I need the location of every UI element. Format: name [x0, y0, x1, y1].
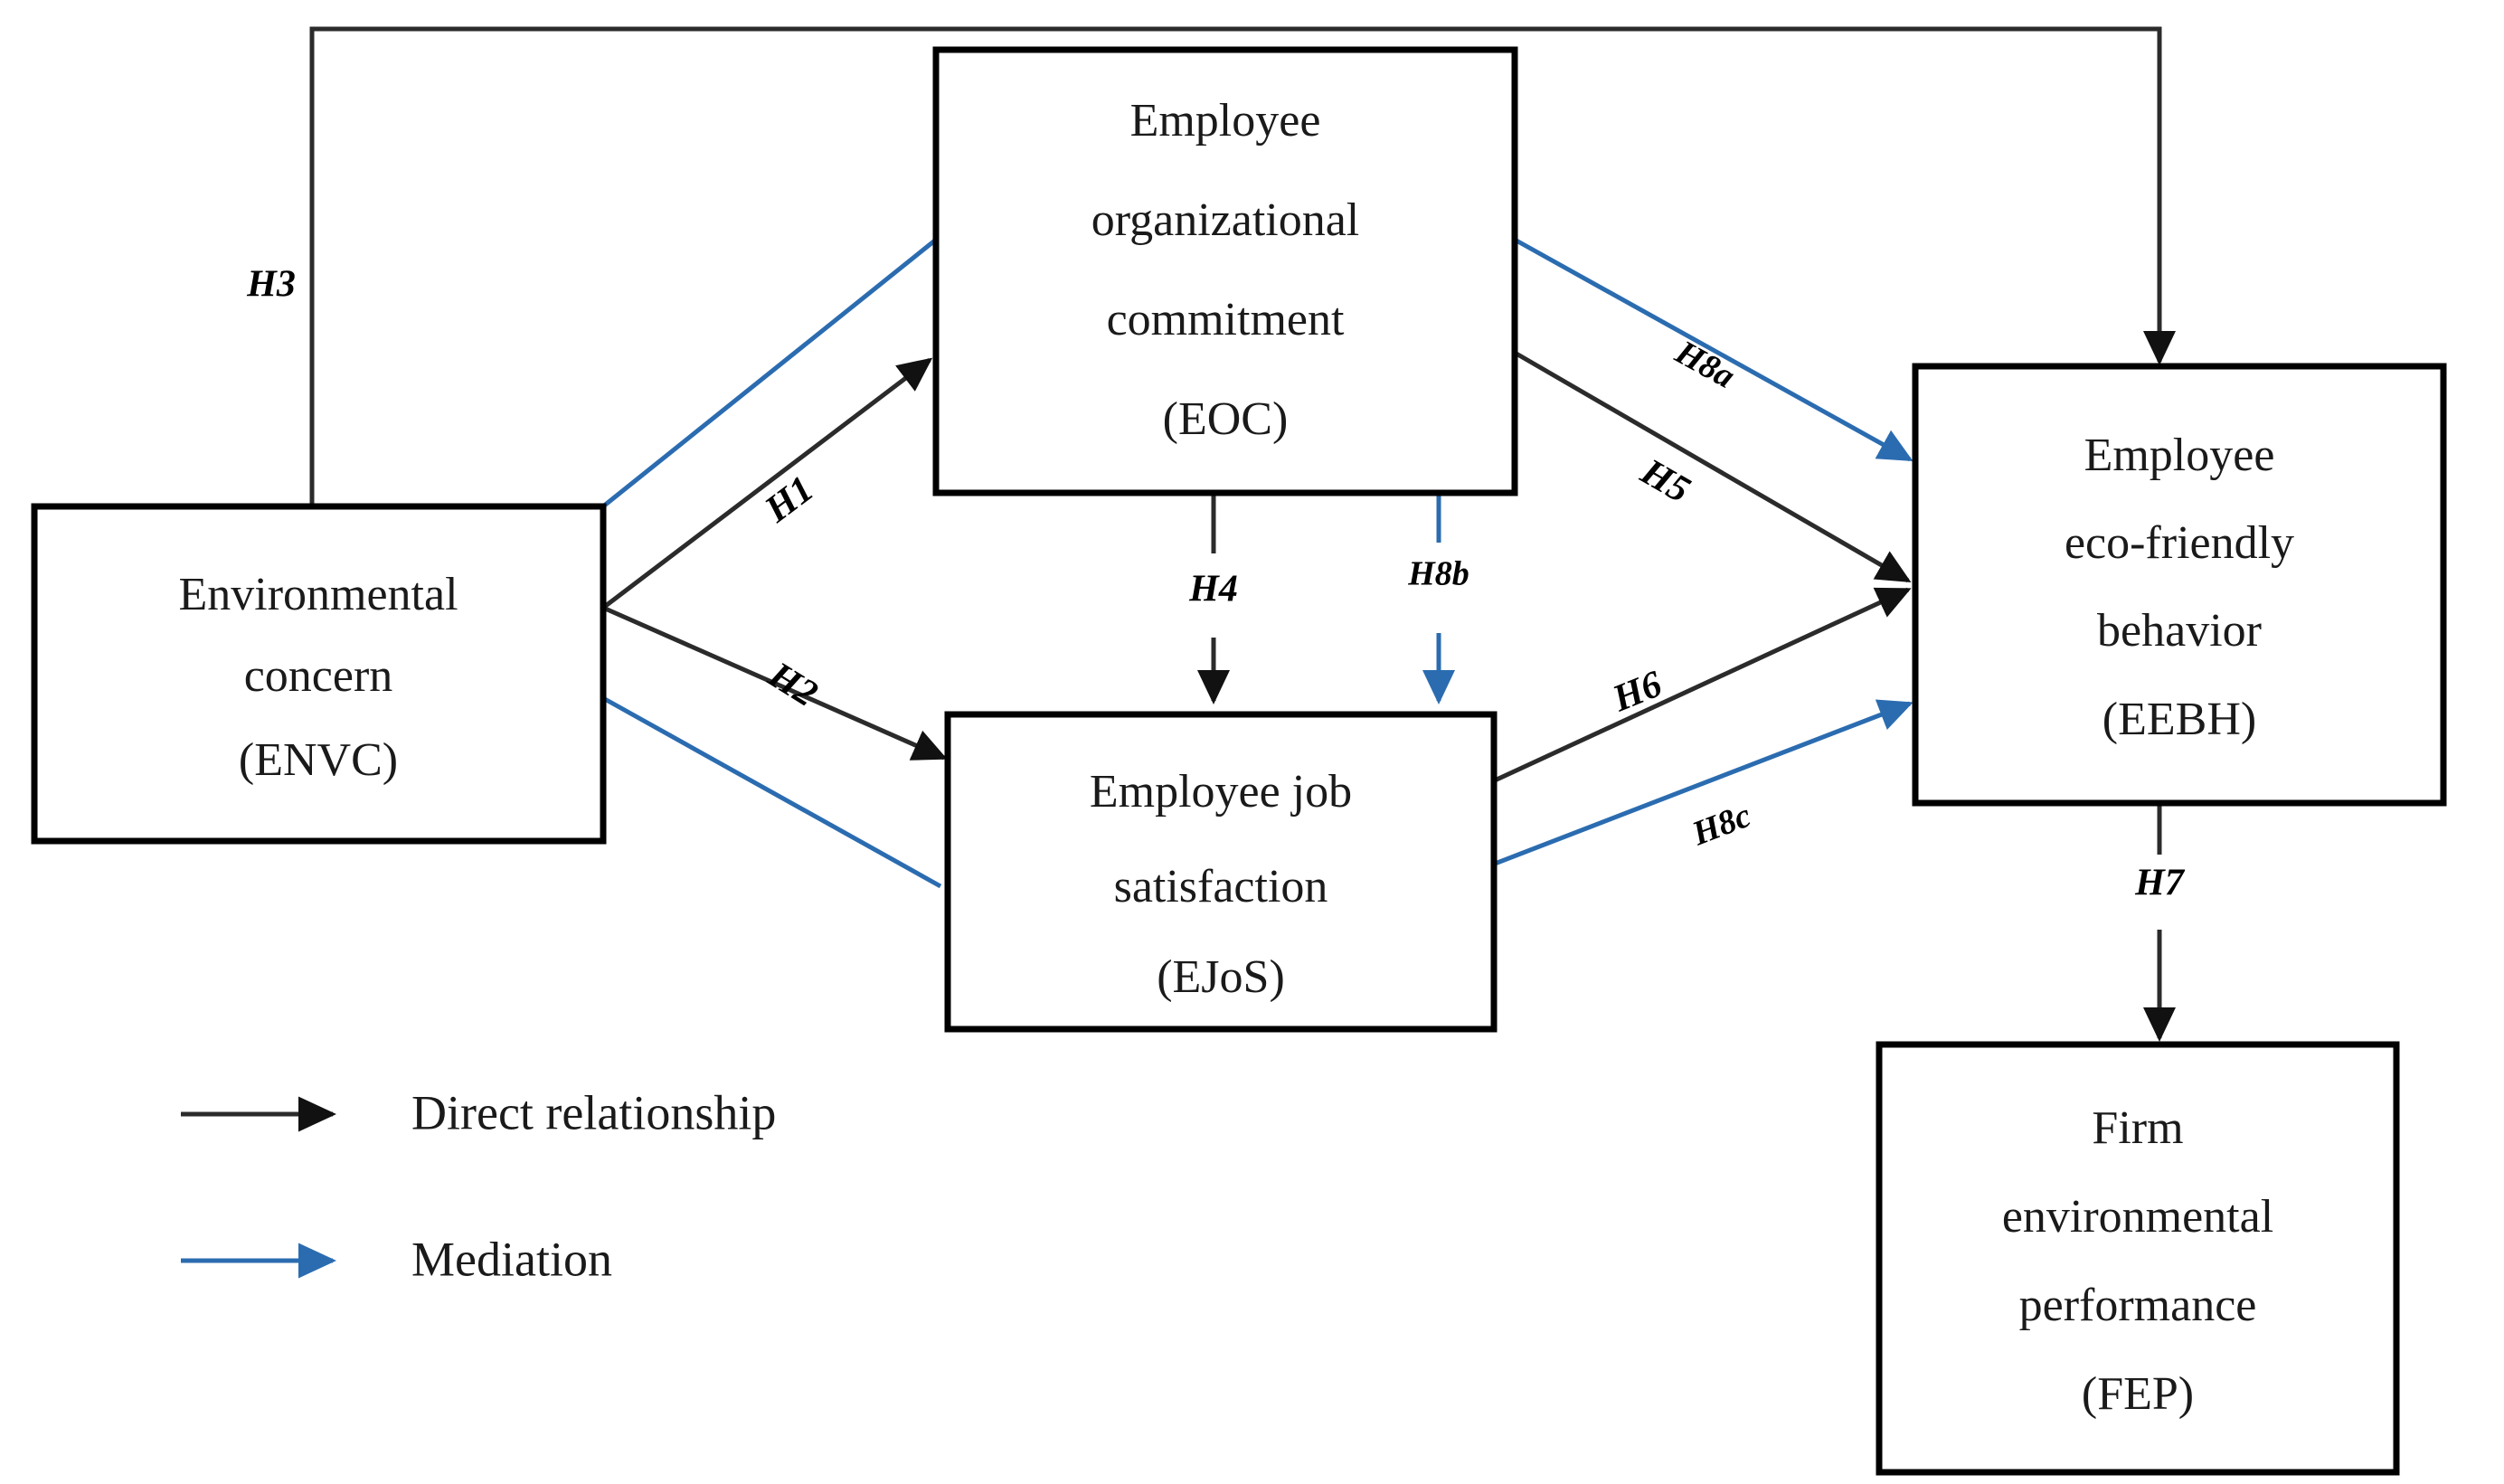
h3-label: H3 — [246, 264, 296, 306]
h6-label: H6 — [1606, 664, 1668, 721]
legend-mediation-label: Mediation — [411, 1232, 612, 1286]
eoc-box[interactable] — [932, 46, 1518, 496]
envc-line-2: concern — [244, 650, 393, 702]
node-eoc[interactable]: Employee organizational commitment (EOC) — [932, 46, 1518, 496]
eoc-line-2: organizational — [1091, 194, 1360, 246]
node-envc[interactable]: Environmental concern (ENVC) — [31, 503, 607, 845]
edge-h6: H6 — [1483, 587, 1912, 788]
h8c-segment-envc-ejos — [601, 695, 942, 889]
h2-arrow-path — [601, 605, 948, 761]
ejos-line-1: Employee job — [1090, 766, 1352, 818]
eoc-line-3: commitment — [1107, 294, 1345, 345]
edge-h8b: H8b — [1407, 496, 1469, 704]
h8c-segment-ejos-eebh — [1482, 699, 1913, 871]
node-eebh[interactable]: Employee eco-friendly behavior (EEBH) — [1912, 363, 2447, 807]
legend-direct-label: Direct relationship — [411, 1085, 776, 1139]
eebh-line-1: Employee — [2084, 430, 2275, 481]
envc-line-1: Environmental — [178, 569, 458, 620]
envc-line-3: (ENVC) — [239, 734, 398, 786]
h8c-label: H8c — [1687, 797, 1756, 854]
h8a-segment-envc-eoc — [601, 238, 938, 508]
h8a-label: H8a — [1668, 333, 1741, 396]
h5-label: H5 — [1633, 450, 1696, 511]
edge-h2: H2 — [601, 605, 948, 761]
eoc-line-1: Employee — [1130, 95, 1321, 147]
edge-h4: H4 — [1188, 496, 1238, 704]
ejos-line-3: (EJoS) — [1157, 951, 1285, 1003]
h2-label: H2 — [761, 654, 825, 715]
ejos-box[interactable] — [944, 711, 1498, 1033]
legend: Direct relationship Mediation — [181, 1085, 776, 1286]
h3-arrow-path — [309, 26, 2176, 506]
fep-line-2: environmental — [2002, 1191, 2273, 1243]
h1-arrow-path — [601, 357, 933, 610]
fep-line-3: performance — [2019, 1280, 2257, 1331]
eebh-line-3: behavior — [2097, 605, 2262, 657]
fep-box[interactable] — [1876, 1041, 2400, 1476]
edge-h1: H1 — [601, 357, 933, 610]
fep-line-1: Firm — [2092, 1102, 2183, 1154]
h7-label: H7 — [2134, 863, 2186, 904]
h8a-segment-eoc-eebh — [1513, 237, 1913, 462]
legend-item-direct: Direct relationship — [181, 1085, 776, 1139]
node-ejos[interactable]: Employee job satisfaction (EJoS) — [944, 711, 1498, 1033]
legend-item-mediation: Mediation — [181, 1232, 612, 1286]
eebh-box[interactable] — [1912, 363, 2447, 807]
h8b-label: H8b — [1407, 555, 1469, 593]
h4-label: H4 — [1188, 569, 1238, 610]
h5-arrow-path — [1513, 350, 1912, 583]
edge-h7: H7 — [2134, 803, 2186, 1042]
fep-line-4: (FEP) — [2082, 1368, 2194, 1420]
h6-arrow-path — [1483, 587, 1912, 788]
eoc-line-4: (EOC) — [1163, 393, 1289, 445]
eebh-line-2: eco-friendly — [2065, 517, 2294, 569]
node-fep[interactable]: Firm environmental performance (FEP) — [1876, 1041, 2400, 1476]
eebh-line-4: (EEBH) — [2102, 694, 2256, 745]
edge-h3: H3 — [246, 26, 2176, 506]
ejos-line-2: satisfaction — [1114, 861, 1328, 912]
envc-box[interactable] — [31, 503, 607, 845]
h1-label: H1 — [757, 468, 821, 532]
